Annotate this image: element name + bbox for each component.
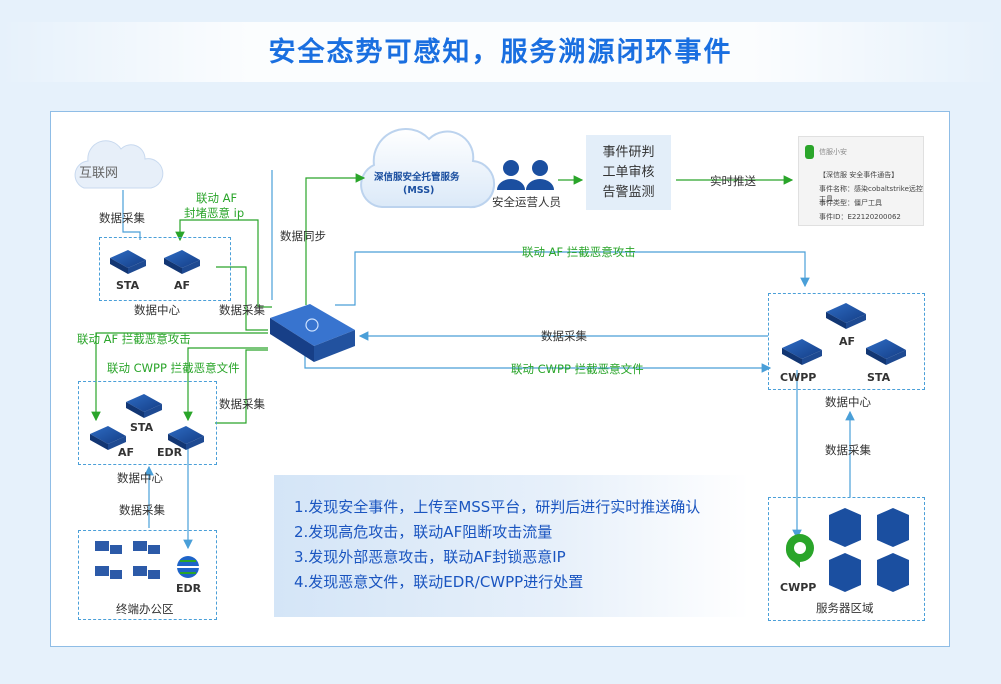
data-center-label-lower: 数据中心: [117, 471, 163, 485]
collect-label-right: 数据采集: [541, 329, 587, 343]
ops-staff-label: 安全运营人员: [492, 195, 561, 209]
notice-title: 【深信服 安全事件通告】: [819, 171, 899, 179]
device-label-af: AF: [174, 279, 191, 292]
event-item: 告警监测: [602, 185, 655, 200]
server-zone-label: 服务器区域: [816, 601, 874, 615]
data-center-label-upper: 数据中心: [134, 303, 180, 317]
ops-people-icon: [497, 160, 554, 190]
device-af-lower: [90, 426, 126, 450]
step-item: 4.发现恶意文件，联动EDR/CWPP进行处置: [294, 573, 584, 591]
device-label-af: AF: [118, 446, 135, 459]
device-label-sta: STA: [130, 421, 154, 434]
step-item: 2.发现高危攻击，联动AF阻断攻击流量: [294, 523, 553, 541]
mss-title: 深信服安全托管服务: [374, 172, 460, 183]
device-label-sta: STA: [116, 279, 140, 292]
device-af-right: [826, 303, 866, 329]
collect-label-terminal: 数据采集: [119, 503, 165, 517]
terminal-office-label: 终端办公区: [116, 602, 174, 616]
device-edr-lower: [168, 426, 204, 450]
notice-line1: 事件名称：感染cobaltstrike远控工具: [819, 185, 923, 203]
terminal-office-zone: [78, 530, 217, 620]
collect-label-server: 数据采集: [825, 443, 871, 457]
notice-line2: 事件类型：僵尸工具: [819, 199, 882, 207]
sync-label: 数据同步: [280, 229, 326, 243]
af-block-label-1: 联动 AF: [196, 191, 238, 205]
event-item: 工单审核: [602, 165, 655, 180]
terminal-computers: [95, 541, 160, 579]
server-zone: [768, 497, 925, 621]
edr-logo-icon: [177, 556, 199, 578]
internet-cloud: [74, 140, 164, 189]
internet-label: 互联网: [79, 166, 119, 181]
mss-cloud: [360, 127, 496, 209]
collect-label-internet: 数据采集: [99, 211, 145, 225]
device-label-cwpp: CWPP: [780, 371, 817, 384]
data-center-right: [768, 293, 925, 390]
cwpp-intercept-label-right: 联动 CWPP 拦截恶意文件: [511, 362, 644, 376]
data-center-lower: [78, 381, 217, 465]
device-sta-lower: [126, 394, 162, 418]
events-box: 事件研判 工单审核 告警监测: [586, 135, 671, 210]
device-cwpp-right: [782, 339, 822, 365]
device-label-edr: EDR: [176, 582, 202, 595]
notice-app: 信服小安: [819, 148, 847, 156]
device-label-cwpp: CWPP: [780, 581, 817, 594]
device-af-upper: [164, 250, 200, 274]
event-item: 事件研判: [602, 145, 655, 160]
title-band: [0, 22, 1001, 82]
page-title: 安全态势可感知，服务溯源闭环事件: [268, 37, 733, 68]
push-label: 实时推送: [710, 174, 756, 188]
mss-subtitle: (MSS): [403, 185, 435, 196]
data-center-upper: [99, 237, 231, 301]
collect-label-upper: 数据采集: [219, 303, 265, 317]
af-intercept-label-left: 联动 AF 拦截恶意攻击: [77, 332, 191, 346]
cwpp-logo-icon: [785, 534, 814, 568]
app-logo-icon: [805, 145, 814, 159]
device-sta-upper: [110, 250, 146, 274]
server-racks: [829, 508, 909, 592]
data-center-label-right: 数据中心: [825, 395, 871, 409]
collect-label-lower: 数据采集: [219, 397, 265, 411]
device-label-edr: EDR: [157, 446, 183, 459]
af-block-label-2: 封堵恶意 ip: [184, 206, 245, 220]
cwpp-intercept-label-left: 联动 CWPP 拦截恶意文件: [107, 361, 240, 375]
notification-card: 信服小安 【深信服 安全事件通告】 事件名称：感染cobaltstrike远控工…: [798, 136, 924, 226]
notice-line3: 事件ID：E22120200062: [819, 213, 901, 221]
af-intercept-label-right: 联动 AF 拦截恶意攻击: [522, 245, 636, 259]
main-device: [270, 304, 355, 362]
device-sta-right: [866, 339, 906, 365]
steps-panel: 1.发现安全事件，上传至MSS平台，研判后进行实时推送确认 2.发现高危攻击，联…: [274, 475, 749, 617]
step-item: 3.发现外部恶意攻击，联动AF封锁恶意IP: [294, 548, 566, 566]
device-label-af: AF: [839, 335, 856, 348]
step-item: 1.发现安全事件，上传至MSS平台，研判后进行实时推送确认: [294, 498, 701, 516]
device-label-sta: STA: [867, 371, 891, 384]
